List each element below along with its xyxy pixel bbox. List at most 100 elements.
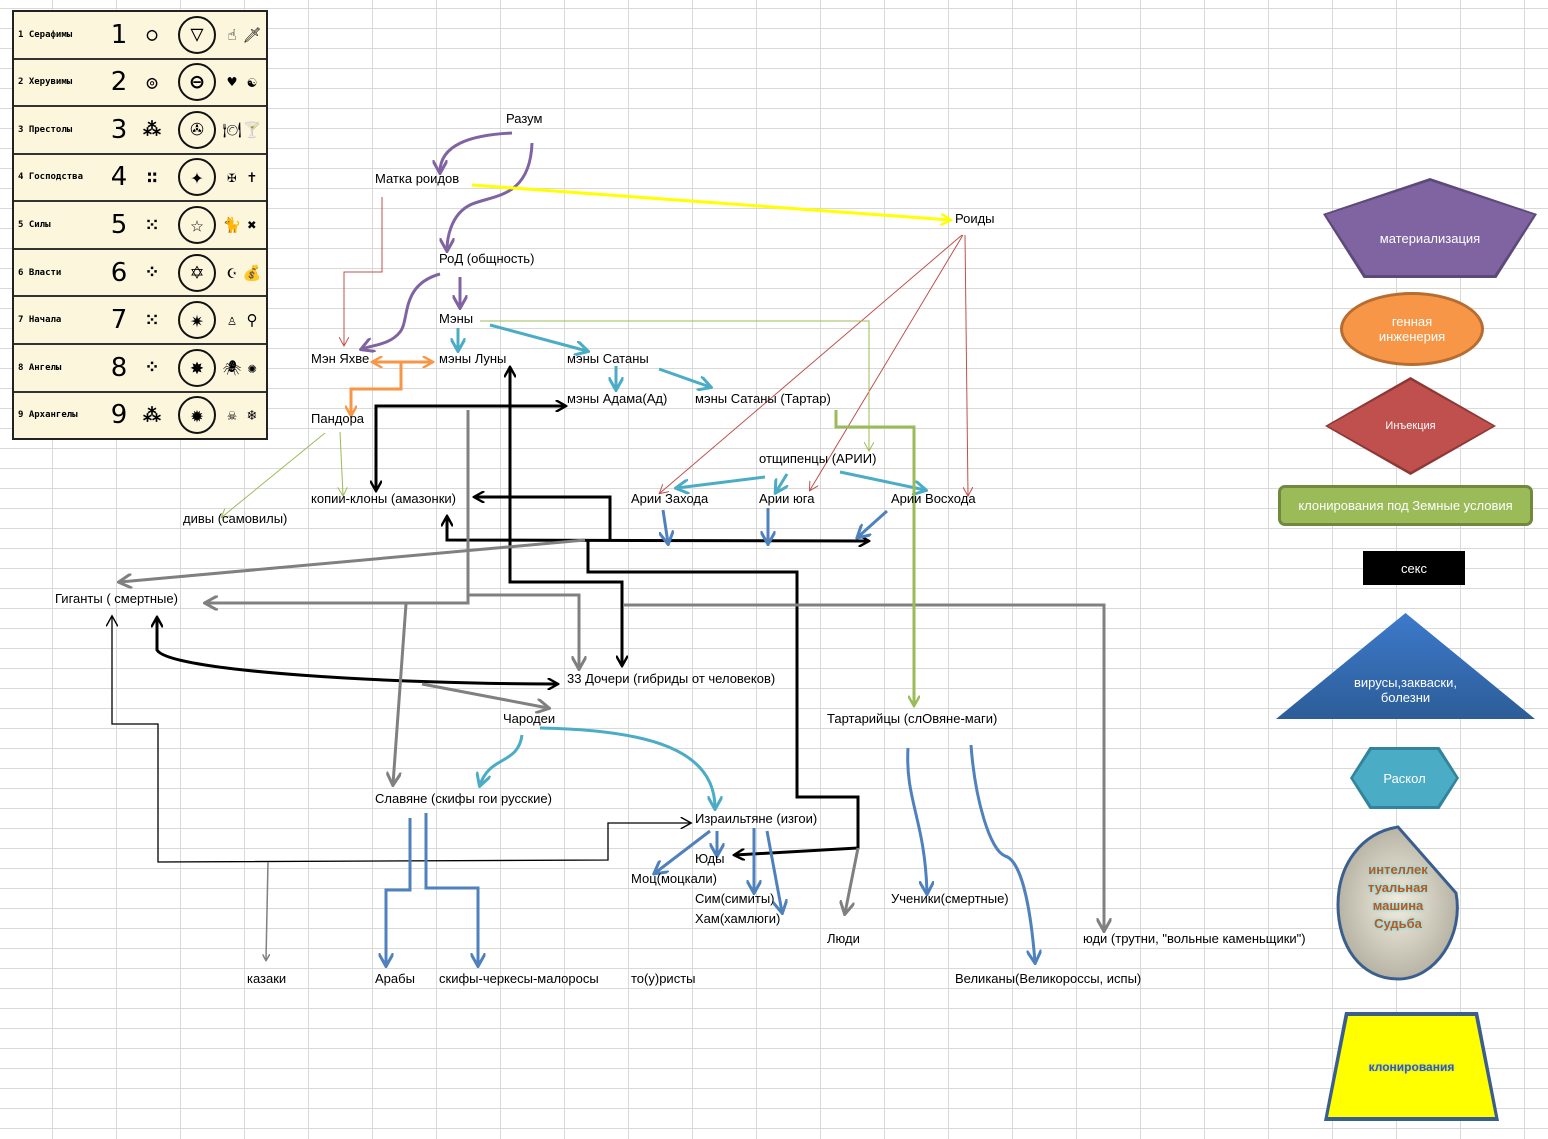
node-divy: дивы (самовилы) bbox=[183, 511, 288, 526]
circles-glyph-icon: ⁂ bbox=[143, 119, 161, 141]
numeral-glyph-icon: 9 bbox=[110, 400, 128, 431]
arrow-slavyane-skify bbox=[424, 813, 478, 965]
circles-glyph-icon: ⁂ bbox=[143, 404, 161, 426]
symbol-icon: ❄ bbox=[247, 406, 257, 425]
circles-glyph-icon: ⁙ bbox=[144, 309, 160, 331]
symbol-icon: ☯ bbox=[247, 73, 257, 92]
arrow-to-yudi bbox=[624, 603, 1104, 930]
numeral-glyph-icon: 3 bbox=[110, 114, 128, 145]
node-meny-luny: мэны Луны bbox=[439, 351, 507, 366]
legend-label: секс bbox=[1400, 560, 1428, 576]
node-docheri: 33 Дочери (гибриды от человеков) bbox=[567, 671, 776, 686]
node-mots: Моц(моцкали) bbox=[631, 871, 717, 886]
arrow-arii-yuga bbox=[776, 473, 787, 492]
arrow-pandora-kopii bbox=[340, 431, 343, 495]
circles-glyph-icon: ⁘ bbox=[144, 357, 160, 379]
legend-label: Раскол bbox=[1383, 770, 1426, 786]
node-rod: РоД (общность) bbox=[439, 251, 535, 266]
symbol-icon: 🍸 bbox=[242, 120, 262, 139]
arrow-to-kazaki bbox=[266, 861, 268, 960]
arrow-ariі-zahoda bbox=[677, 475, 766, 488]
arrow-to-lyudi bbox=[845, 847, 860, 913]
rank-label: 7 Начала bbox=[18, 315, 62, 326]
arrow-roidy-yuga bbox=[810, 234, 964, 490]
arrow-pandora-divy bbox=[222, 432, 326, 517]
node-arii-zahoda: Арии Захода bbox=[631, 491, 709, 506]
node-velikany: Великаны(Великороссы, испы) bbox=[955, 971, 1142, 986]
arrow-rod-yahve bbox=[362, 272, 441, 349]
seal-circle-icon: ✇ bbox=[178, 110, 216, 149]
node-meny-satany-tartar: мэны Сатаны (Тартар) bbox=[695, 391, 831, 406]
arrow-slavyane-araby bbox=[386, 818, 412, 965]
arrow-arii-voshoda bbox=[839, 470, 925, 490]
arrow-charodei-izrail bbox=[539, 726, 715, 808]
seal-circle-icon: ▽ bbox=[178, 15, 216, 54]
node-arii-voshoda: Арии Восхода bbox=[891, 491, 976, 506]
legend-label: Инъекция bbox=[1385, 420, 1436, 432]
node-lyudi: Люди bbox=[827, 931, 860, 946]
node-razum: Разум bbox=[506, 111, 543, 126]
arrow-roidy-voshoda bbox=[965, 234, 968, 495]
arrow-tartariytsy-velikany bbox=[969, 744, 1035, 962]
node-otshchipentsy: отщипенцы (АРИИ) bbox=[759, 451, 877, 466]
symbol-icon: ✖ bbox=[247, 216, 257, 235]
legend-rect-seks: секс bbox=[1363, 551, 1465, 585]
node-giganty: Гиганты ( смертные) bbox=[55, 591, 178, 606]
arrow-adama-kopii bbox=[376, 406, 565, 490]
legend-label: клонирования bbox=[1368, 1059, 1455, 1074]
numeral-glyph-icon: 6 bbox=[110, 257, 128, 288]
rank-label: 6 Власти bbox=[18, 267, 62, 278]
arrow-zahoda-down bbox=[663, 509, 668, 543]
numeral-glyph-icon: 4 bbox=[110, 162, 128, 193]
arrow-to-giganty bbox=[120, 538, 586, 582]
legend-label: клонирования под Земные условия bbox=[1298, 498, 1513, 513]
rank-label: 2 Херувимы bbox=[18, 77, 73, 88]
symbol-icon: ☠ bbox=[227, 406, 237, 425]
arrow-tartariytsy-ucheniki bbox=[906, 747, 927, 893]
rank-label: 1 Серафимы bbox=[18, 29, 73, 40]
seal-circle-icon: ☆ bbox=[178, 206, 216, 245]
arrow-satany-tartar bbox=[658, 367, 710, 387]
rank-label: 5 Силы bbox=[18, 220, 51, 231]
arrow-razum-rod bbox=[447, 142, 534, 250]
symbol-icon: ⚲ bbox=[246, 311, 258, 330]
numeral-glyph-icon: 5 bbox=[110, 210, 128, 241]
arrow-to-yudy bbox=[586, 540, 860, 855]
node-turisty: то(у)ристы bbox=[631, 971, 696, 986]
node-sim: Сим(симиты) bbox=[695, 891, 775, 906]
node-ham: Хам(хамлюги) bbox=[695, 911, 781, 926]
arrow-roidy-zahoda bbox=[660, 234, 963, 493]
arrow-giganty-izrail bbox=[112, 617, 690, 863]
arrow-kopii-arii bbox=[447, 517, 868, 541]
symbol-icon: ✺ bbox=[247, 358, 257, 377]
node-men-yahve: Мэн Яхве bbox=[311, 351, 370, 366]
symbol-icon: ✠ bbox=[227, 168, 237, 187]
seal-circle-icon: ✹ bbox=[178, 396, 216, 435]
node-kopii-klony: копии-клоны (амазонки) bbox=[311, 491, 456, 506]
numeral-glyph-icon: 1 bbox=[110, 19, 128, 50]
symbol-icon: ☝ bbox=[227, 25, 237, 44]
node-kazaki: казаки bbox=[247, 971, 287, 986]
numeral-glyph-icon: 8 bbox=[110, 352, 128, 383]
node-matka-roidov: Матка роидов bbox=[375, 171, 460, 186]
circles-glyph-icon: ⁘ bbox=[144, 262, 160, 284]
arrow-luny-docheri bbox=[510, 368, 622, 665]
symbol-icon: 🍽 bbox=[222, 120, 242, 139]
arrow-to-charodei bbox=[421, 682, 548, 708]
node-arii-yuga: Арии юга bbox=[759, 491, 815, 506]
node-meny-adama: мэны Адама(Ад) bbox=[567, 391, 668, 406]
legend-label: материализация bbox=[1379, 230, 1481, 246]
node-izrailtyane: Израильтяне (изгои) bbox=[695, 811, 818, 826]
symbol-icon: 🕷 bbox=[222, 358, 242, 377]
arrow-voshoda-down bbox=[858, 509, 889, 537]
arrow-giganty-docheri bbox=[157, 618, 557, 684]
